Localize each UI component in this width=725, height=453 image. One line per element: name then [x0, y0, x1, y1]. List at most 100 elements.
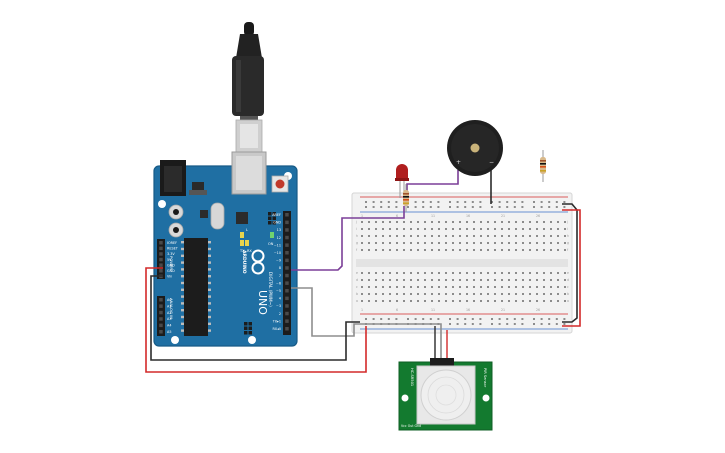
usb-cable[interactable]	[232, 22, 264, 153]
breadboard-hole[interactable]	[564, 221, 566, 223]
breadboard-hole[interactable]	[479, 318, 482, 320]
breadboard-hole[interactable]	[396, 272, 398, 274]
breadboard-hole[interactable]	[487, 235, 489, 237]
red-led[interactable]	[395, 164, 409, 198]
wire-black-gnd[interactable]	[150, 275, 360, 361]
breadboard-hole[interactable]	[564, 272, 566, 274]
breadboard-hole[interactable]	[501, 221, 503, 223]
breadboard-hole[interactable]	[515, 286, 517, 288]
breadboard-hole[interactable]	[501, 228, 503, 230]
header-pin[interactable]	[159, 252, 163, 256]
breadboard-hole[interactable]	[365, 318, 367, 320]
breadboard-hole[interactable]	[417, 300, 419, 302]
breadboard-hole[interactable]	[550, 272, 552, 274]
breadboard-hole[interactable]	[368, 300, 370, 302]
breadboard-hole[interactable]	[521, 323, 524, 325]
breadboard-hole[interactable]	[417, 249, 419, 251]
breadboard-hole[interactable]	[508, 249, 510, 251]
breadboard-hole[interactable]	[431, 293, 433, 295]
breadboard-hole[interactable]	[555, 318, 558, 320]
breadboard-hole[interactable]	[479, 201, 482, 203]
breadboard-hole[interactable]	[473, 249, 475, 251]
breadboard-hole[interactable]	[515, 242, 517, 244]
breadboard-hole[interactable]	[550, 221, 552, 223]
breadboard-hole[interactable]	[417, 272, 419, 274]
breadboard-hole[interactable]	[543, 279, 545, 281]
breadboard-hole[interactable]	[557, 272, 559, 274]
breadboard-hole[interactable]	[389, 228, 391, 230]
breadboard-hole[interactable]	[403, 221, 405, 223]
breadboard-hole[interactable]	[564, 235, 566, 237]
breadboard-hole[interactable]	[403, 300, 405, 302]
breadboard-hole[interactable]	[473, 293, 475, 295]
breadboard-hole[interactable]	[548, 201, 551, 203]
breadboard-hole[interactable]	[529, 279, 531, 281]
breadboard-hole[interactable]	[445, 235, 447, 237]
breadboard-hole[interactable]	[407, 318, 409, 320]
breadboard-hole[interactable]	[424, 286, 426, 288]
breadboard-hole[interactable]	[452, 221, 454, 223]
breadboard-hole[interactable]	[445, 286, 447, 288]
breadboard-hole[interactable]	[557, 279, 559, 281]
breadboard-hole[interactable]	[414, 206, 417, 208]
breadboard-hole[interactable]	[438, 279, 440, 281]
breadboard-hole[interactable]	[480, 242, 482, 244]
header-pin[interactable]	[285, 319, 289, 323]
breadboard-hole[interactable]	[487, 286, 489, 288]
breadboard-hole[interactable]	[382, 242, 384, 244]
breadboard-hole[interactable]	[438, 242, 440, 244]
breadboard-hole[interactable]	[466, 293, 468, 295]
breadboard-hole[interactable]	[452, 300, 454, 302]
breadboard-hole[interactable]	[543, 235, 545, 237]
breadboard-hole[interactable]	[396, 279, 398, 281]
breadboard-hole[interactable]	[480, 293, 482, 295]
breadboard-hole[interactable]	[498, 201, 501, 203]
breadboard-hole[interactable]	[372, 201, 375, 203]
breadboard-hole[interactable]	[515, 293, 517, 295]
breadboard-hole[interactable]	[396, 221, 398, 223]
breadboard-hole[interactable]	[557, 221, 559, 223]
breadboard-hole[interactable]	[501, 249, 503, 251]
breadboard-hole[interactable]	[480, 235, 482, 237]
breadboard-hole[interactable]	[396, 235, 398, 237]
breadboard-hole[interactable]	[382, 228, 384, 230]
breadboard-hole[interactable]	[368, 228, 370, 230]
breadboard-hole[interactable]	[466, 235, 468, 237]
breadboard-hole[interactable]	[445, 300, 447, 302]
breadboard-hole[interactable]	[543, 300, 545, 302]
breadboard-hole[interactable]	[456, 206, 459, 208]
breadboard-hole[interactable]	[452, 235, 454, 237]
breadboard-hole[interactable]	[494, 228, 496, 230]
breadboard-hole[interactable]	[396, 293, 398, 295]
breadboard-hole[interactable]	[361, 242, 363, 244]
breadboard-hole[interactable]	[529, 228, 531, 230]
breadboard-hole[interactable]	[382, 221, 384, 223]
breadboard-hole[interactable]	[501, 293, 503, 295]
breadboard-hole[interactable]	[515, 272, 517, 274]
breadboard-hole[interactable]	[501, 235, 503, 237]
breadboard-hole[interactable]	[564, 249, 566, 251]
breadboard-hole[interactable]	[375, 221, 377, 223]
breadboard-hole[interactable]	[548, 323, 551, 325]
breadboard-hole[interactable]	[466, 228, 468, 230]
breadboard-hole[interactable]	[529, 249, 531, 251]
breadboard-hole[interactable]	[491, 323, 493, 325]
header-pin[interactable]	[285, 289, 289, 293]
breadboard-hole[interactable]	[410, 300, 412, 302]
header-pin[interactable]	[285, 266, 289, 270]
breadboard-hole[interactable]	[464, 318, 467, 320]
breadboard-hole[interactable]	[543, 249, 545, 251]
breadboard-hole[interactable]	[522, 293, 524, 295]
breadboard-hole[interactable]	[375, 300, 377, 302]
breadboard-hole[interactable]	[564, 228, 566, 230]
breadboard-hole[interactable]	[449, 318, 451, 320]
breadboard-hole[interactable]	[513, 318, 516, 320]
breadboard-hole[interactable]	[372, 206, 375, 208]
header-pin[interactable]	[159, 330, 163, 334]
breadboard-hole[interactable]	[368, 286, 370, 288]
breadboard-hole[interactable]	[361, 235, 363, 237]
breadboard-hole[interactable]	[382, 272, 384, 274]
breadboard-hole[interactable]	[375, 228, 377, 230]
breadboard-hole[interactable]	[540, 206, 543, 208]
breadboard-hole[interactable]	[368, 221, 370, 223]
